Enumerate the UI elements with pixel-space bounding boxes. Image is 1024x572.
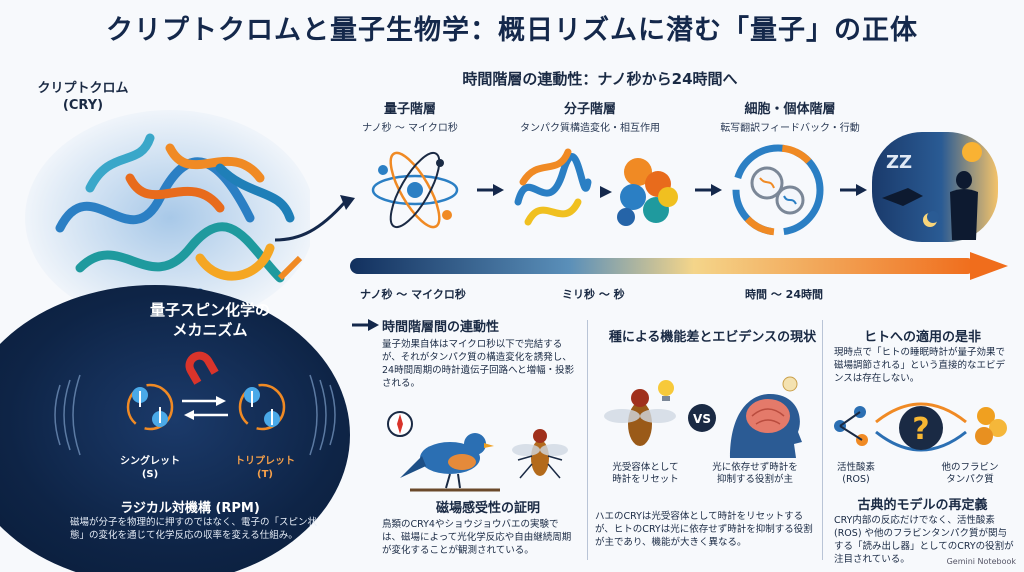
vs-label: VS [693, 412, 711, 426]
flavoprotein-icon [975, 407, 1007, 445]
rpm-title: ラジカル対機構 (RPM) [120, 501, 260, 516]
fruit-fly-icon [604, 389, 676, 446]
species-description: ハエのCRYは光受容体として時計をリセットするが、ヒトのCRYは光に依存せず時計… [595, 511, 813, 548]
species-comparison-illustration: VS [604, 376, 802, 458]
magnetic-description: 鳥類のCRY4やショウジョウバエの実験では、磁場によって光化学反応や自由継続周期… [382, 519, 572, 556]
magnet-icon [185, 351, 219, 385]
linkage-heading: 時間階層間の連動性 [382, 320, 500, 335]
mechanism-title: 量子スピン化学の メカニズム [149, 301, 270, 339]
layer-quantum-title: 量子階層 [383, 102, 436, 117]
cry-label: クリプトクロム (CRY) [37, 81, 129, 113]
singlet-label: シングレット (S) [120, 456, 180, 480]
timescale-bar [350, 252, 1008, 280]
species-heading: 種による機能差とエビデンスの現状 [608, 330, 817, 345]
layer-cellular-subtitle: 転写翻訳フィードバック・行動 [720, 123, 860, 134]
question-illustration: ? [834, 402, 1007, 452]
atom-icon [371, 151, 459, 229]
layer-molecular-title: 分子階層 [563, 102, 616, 117]
human-heading: ヒトへの適用の是非 [863, 330, 981, 345]
radical-pair-diagram [54, 351, 336, 456]
layer-cellular: 細胞・個体階層 転写翻訳フィードバック・行動 [700, 98, 880, 134]
arrow-right-icon [840, 184, 867, 196]
vs-badge [688, 404, 716, 432]
classic-model-description: CRY内部の反応だけでなく、活性酸素 (ROS) や他のフラビンタンパク質が関与… [834, 515, 1014, 565]
timeline-label-nano: ナノ秒 〜 マイクロ秒 [360, 288, 466, 301]
bird-fly-illustration [387, 411, 568, 492]
layer-quantum: 量子階層 ナノ秒 〜 マイクロ秒 [345, 98, 475, 134]
arrow-right-icon [477, 184, 504, 196]
light-bulb-off-icon [782, 376, 798, 392]
arrow-right-icon [695, 184, 722, 196]
layer-cellular-title: 細胞・個体階層 [744, 102, 836, 117]
molecule-icon [834, 406, 868, 446]
time-section-heading: 時間階層の連動性：ナノ秒から24時間へ [462, 70, 738, 88]
flavoprotein-label: 他のフラビン タンパク質 [941, 462, 999, 485]
question-icon: ? [912, 412, 929, 447]
human-description: 現時点で「ヒトの睡眠時計が量子効果で磁場調節される」という直接的なエビデンスは存… [834, 347, 1006, 384]
arrow-right-icon [352, 319, 379, 331]
magnetic-heading: 磁場感受性の証明 [435, 501, 540, 516]
quantum-mechanism-panel [0, 285, 350, 572]
question-badge [899, 406, 943, 450]
compass-icon [387, 411, 413, 437]
feedback-cycle-icon [732, 144, 824, 236]
timeline-label-hours: 時間 〜 24時間 [745, 288, 823, 301]
bird-icon [400, 433, 500, 492]
protein-structure-icon [514, 148, 678, 226]
column-divider [587, 320, 588, 560]
layer-quantum-subtitle: ナノ秒 〜 マイクロ秒 [362, 123, 458, 134]
classic-model-heading: 古典的モデルの再定義 [857, 498, 988, 513]
day-night-behavior-icon: ZZ [872, 132, 998, 242]
sleep-icon: ZZ [886, 152, 912, 173]
human-brain-icon [730, 394, 802, 458]
layer-molecular-subtitle: タンパク質構造変化・相互作用 [520, 123, 660, 134]
footer-logo: Gemini Notebook [946, 557, 1016, 566]
linkage-description: 量子効果自体はマイクロ秒以下で完結するが、それがタンパク質の構造変化を誘発し、2… [382, 339, 575, 389]
human-caption: 光に依存せず時計を 抑制する役割が主 [712, 462, 798, 485]
timeline-label-milli: ミリ秒 〜 秒 [562, 288, 625, 301]
light-bulb-icon [658, 380, 674, 401]
layer-molecular: 分子階層 タンパク質構造変化・相互作用 [505, 98, 675, 134]
rpm-description: 磁場が分子を物理的に押すのではなく、電子の「スピン状態」の変化を通じて化学反応の… [70, 517, 318, 541]
triplet-label: トリプレット (T) [235, 456, 295, 480]
fruit-fly-icon [512, 429, 568, 479]
flow-arrow-icon [274, 195, 355, 242]
ros-label: 活性酸素 (ROS) [836, 462, 875, 485]
column-divider [822, 320, 823, 560]
fly-caption: 光受容体として 時計をリセット [612, 462, 679, 485]
page-title: クリプトクロムと量子生物学：概日リズムに潜む「量子」の正体 [106, 15, 918, 46]
